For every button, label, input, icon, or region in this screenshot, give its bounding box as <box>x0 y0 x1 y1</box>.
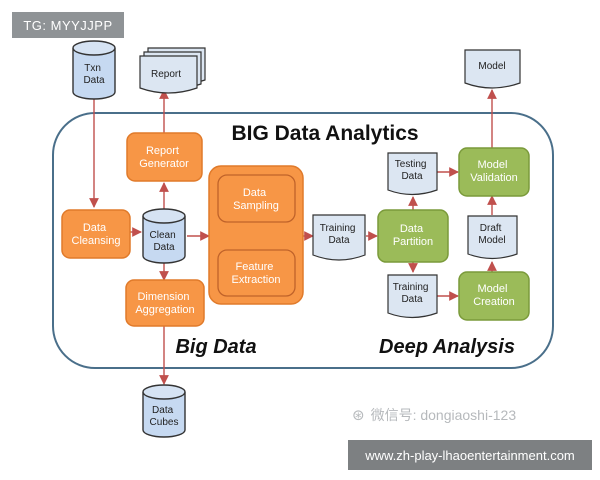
wechat-id-text: 微信号: dongiaoshi-123 <box>370 407 517 423</box>
training-data-1-line2: Data <box>328 235 350 246</box>
data-cleansing-line2: Cleansing <box>72 235 121 247</box>
draft-model-document: Draft Model <box>467 215 518 260</box>
sampling-extraction-group: Data Sampling Feature Extraction <box>208 165 304 305</box>
data-cubes-line1: Data <box>152 405 174 416</box>
clean-data-store: Clean Data <box>142 208 186 264</box>
model-label: Model <box>478 61 505 72</box>
svg-text:Model Creation: Model Creation <box>473 283 515 308</box>
feature-extraction-line2: Extraction <box>232 274 281 286</box>
draft-model-line2: Model <box>478 235 505 246</box>
data-sampling-line1: Data <box>243 187 267 199</box>
svg-text:Data Sampling: Data Sampling <box>233 187 279 212</box>
model-creation-line2: Creation <box>473 296 515 308</box>
data-cleansing-line1: Data <box>83 222 107 234</box>
model-creation-line1: Model <box>477 283 507 295</box>
model-creation-box: Model Creation <box>458 271 530 321</box>
data-partition-box: Data Partition <box>377 209 449 263</box>
svg-text:Clean Data: Clean Data <box>150 230 179 253</box>
training-data-document: Training Data <box>312 214 366 261</box>
svg-text:Txn Data: Txn Data <box>83 63 105 86</box>
data-sampling-box <box>217 174 296 223</box>
svg-text:Training Data: Training Data <box>320 223 359 246</box>
txn-data-line2: Data <box>83 75 105 86</box>
draft-model-line1: Draft <box>480 223 502 234</box>
model-document: Model <box>464 49 521 89</box>
clean-data-line2: Data <box>153 242 175 253</box>
report-generator-box: Report Generator <box>126 132 203 182</box>
svg-text:Data Cubes: Data Cubes <box>150 405 179 428</box>
model-validation-line2: Validation <box>470 172 518 184</box>
wechat-watermark: ⊛ 微信号: dongiaoshi-123 <box>352 404 552 426</box>
training-data-2-line1: Training <box>393 282 429 293</box>
data-partition-line2: Partition <box>393 236 433 248</box>
section-label-big-data: Big Data <box>175 336 256 358</box>
report-label: Report <box>151 69 181 80</box>
section-label-deep-analysis: Deep Analysis <box>379 336 515 358</box>
report-document-stack: Report <box>139 47 206 94</box>
svg-text:Data Cleansing: Data Cleansing <box>72 222 121 247</box>
clean-data-line1: Clean <box>150 230 176 241</box>
svg-text:Model Validation: Model Validation <box>470 159 518 184</box>
data-sampling-line2: Sampling <box>233 200 279 212</box>
svg-text:Testing Data: Testing Data <box>395 159 429 182</box>
training-data-2-line2: Data <box>401 294 423 305</box>
footer-url-banner[interactable]: www.zh-play-lhaoentertainment.com <box>348 440 592 470</box>
svg-text:Feature Extraction: Feature Extraction <box>232 261 281 286</box>
dimension-aggregation-box: Dimension Aggregation <box>125 279 205 327</box>
dimension-aggregation-line2: Aggregation <box>135 304 194 316</box>
wechat-icon: ⊛ <box>352 407 365 424</box>
watermark-tag: TG: MYYJJPP <box>12 12 124 38</box>
txn-data-store: Txn Data <box>72 40 116 100</box>
model-validation-box: Model Validation <box>458 147 530 197</box>
data-cubes-store: Data Cubes <box>142 384 186 438</box>
testing-data-document: Testing Data <box>387 152 438 196</box>
data-partition-line1: Data <box>400 223 424 235</box>
data-cleansing-box: Data Cleansing <box>61 209 131 259</box>
testing-data-line2: Data <box>401 171 423 182</box>
data-cubes-line2: Cubes <box>150 417 179 428</box>
feature-extraction-line1: Feature <box>236 261 274 273</box>
training-data-1-line1: Training <box>320 223 356 234</box>
training-data-2-document: Training Data <box>387 274 438 319</box>
svg-text:Draft Model: Draft Model <box>478 223 505 246</box>
svg-text:Dimension Aggregation: Dimension Aggregation <box>135 291 194 316</box>
txn-data-line1: Txn <box>84 63 101 74</box>
report-generator-line1: Report <box>146 145 179 157</box>
diagram-title: BIG Data Analytics <box>231 122 418 145</box>
svg-text:Report Generator: Report Generator <box>139 145 189 170</box>
testing-data-line1: Testing <box>395 159 427 170</box>
report-generator-line2: Generator <box>139 158 189 170</box>
svg-text:Training Data: Training Data <box>393 282 432 305</box>
svg-text:Data Partition: Data Partition <box>393 223 433 248</box>
feature-extraction-box <box>217 249 296 297</box>
dimension-aggregation-line1: Dimension <box>137 291 189 303</box>
model-validation-line1: Model <box>477 159 507 171</box>
